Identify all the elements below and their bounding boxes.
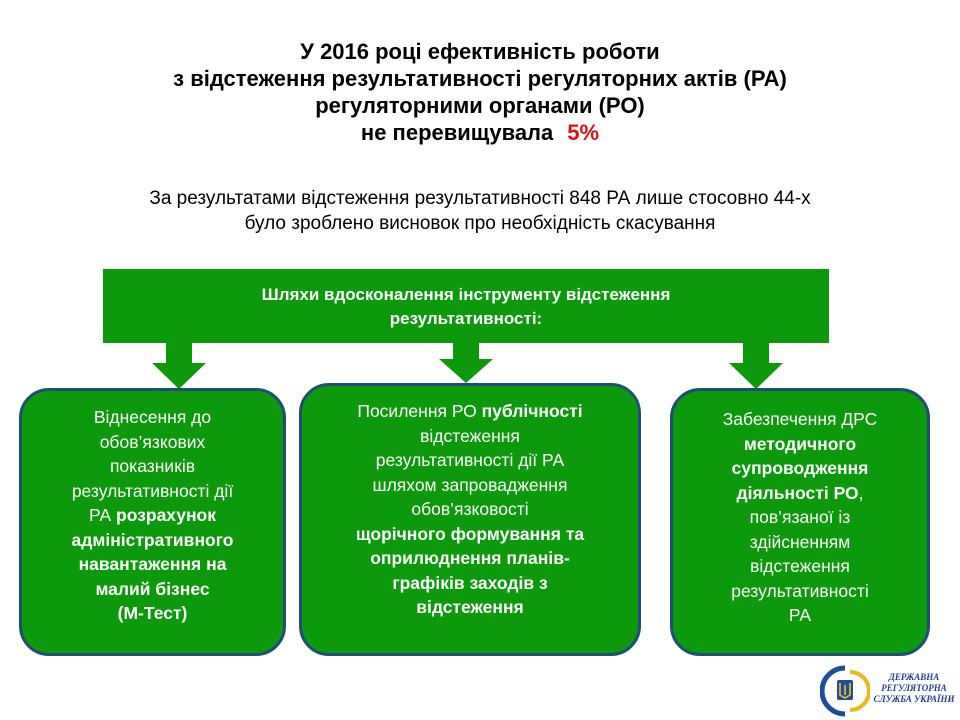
title-percent: 5% xyxy=(567,120,600,145)
box-text-line: здійсненням xyxy=(749,531,851,552)
box-bold-line: навантаження на xyxy=(78,554,227,574)
title-line-2: з відстеження результативності регулятор… xyxy=(173,66,787,91)
box-bold-line: щорічного формування та xyxy=(355,523,585,544)
box-text-line: результативності дії РА xyxy=(375,450,565,470)
title-line-4: не перевищувала 5% xyxy=(0,119,960,146)
banner-line-1: Шляхи вдосконалення інструменту відстеже… xyxy=(261,285,671,304)
arrow-down-icon xyxy=(729,343,783,389)
box-text-line: РА xyxy=(788,605,812,625)
box-bold-line: малий бізнес xyxy=(95,578,210,599)
box-text-line: обов’язкових xyxy=(99,431,206,452)
box-bold-line: методичного xyxy=(743,433,857,454)
box-bold-line: оприлюднення планів- xyxy=(370,548,570,568)
box-bold-line: графіків заходів з xyxy=(392,572,548,593)
logo-text-line-3: СЛУЖБА УКРАЇНИ xyxy=(873,694,955,704)
box-bold-line: супроводження xyxy=(731,458,869,478)
proposal-box-mtest: Віднесення до обов’язкових показників ре… xyxy=(19,388,286,656)
box-bold-line: відстеження xyxy=(416,597,524,617)
arrow-down-icon xyxy=(152,343,206,389)
subtitle: За результатами відстеження результативн… xyxy=(40,186,920,236)
title-line-4-text: не перевищувала xyxy=(360,120,554,145)
subtitle-line-1: За результатами відстеження результативн… xyxy=(149,188,811,209)
box-text-bold: діяльності РО xyxy=(736,482,859,503)
box-text-line: відстеження xyxy=(420,425,520,446)
box-text-prefix: РА xyxy=(88,505,117,525)
box-text-line: шляхом запровадження xyxy=(372,474,568,495)
box-text-line: обов’язковості xyxy=(411,499,529,519)
box-text-bold: розрахунок xyxy=(116,505,216,525)
logo-text-line-1: ДЕРЖАВНА xyxy=(888,672,940,682)
box-bold-line: (М-Тест) xyxy=(117,603,188,623)
page-title: У 2016 році ефективність роботи з відсте… xyxy=(0,38,960,146)
box-text-line: Віднесення до xyxy=(93,407,212,427)
proposal-box-methodical: Забезпечення ДРС методичного супроводжен… xyxy=(670,388,930,656)
box-text-prefix: Посилення РО xyxy=(357,401,482,421)
title-line-3: регуляторними органами (РО) xyxy=(315,93,645,118)
box-text-suffix: , xyxy=(858,482,864,503)
box-text-line: результативності дії xyxy=(71,480,234,501)
box-text-bold: публічності xyxy=(481,401,583,421)
proposal-box-publicity: Посилення РО публічності відстеження рез… xyxy=(299,383,641,656)
subtitle-line-2: було зроблено висновок про необхідність … xyxy=(244,213,716,234)
box-text-line: Забезпечення ДРС xyxy=(722,409,878,429)
logo-text: ДЕРЖАВНА РЕГУЛЯТОРНА СЛУЖБА УКРАЇНИ xyxy=(872,672,956,705)
trident-emblem-icon xyxy=(820,665,870,717)
arrow-down-icon xyxy=(439,343,493,383)
box-text-line: пов’язаної із xyxy=(749,507,851,527)
title-line-1: У 2016 році ефективність роботи xyxy=(300,39,660,64)
box-text-line: РА розрахунок xyxy=(22,503,283,528)
box-text-line: результативності xyxy=(731,580,869,601)
box-text-line: показників xyxy=(109,456,196,476)
box-text-line: відстеження xyxy=(750,556,850,576)
drs-logo: ДЕРЖАВНА РЕГУЛЯТОРНА СЛУЖБА УКРАЇНИ xyxy=(820,664,958,718)
box-text-line: Посилення РО публічності xyxy=(302,399,638,424)
banner-line-2: результативності: xyxy=(389,309,543,328)
box-bold-line: адміністративного xyxy=(71,529,234,550)
box-text-line: діяльності РО, xyxy=(673,481,927,506)
logo-text-line-2: РЕГУЛЯТОРНА xyxy=(881,683,947,693)
improvement-banner: Шляхи вдосконалення інструменту відстеже… xyxy=(103,269,829,343)
